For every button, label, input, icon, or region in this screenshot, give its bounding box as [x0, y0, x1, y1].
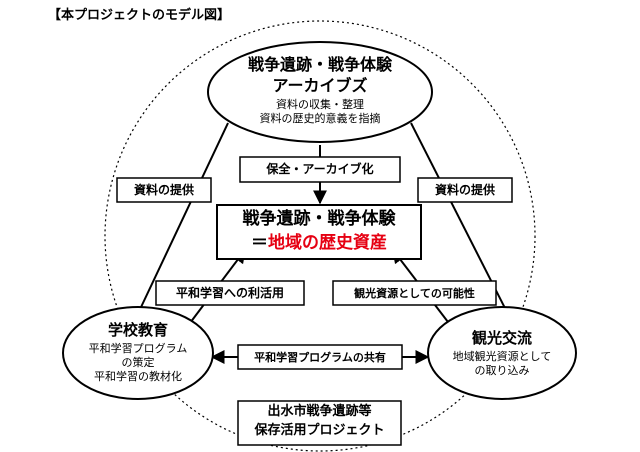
- top-node-line-1: 資料の収集・整理: [276, 98, 364, 111]
- left-node-ellipse: [62, 306, 214, 400]
- left-node-line-1: 平和学習プログラム: [88, 342, 188, 355]
- share-program-label: 平和学習プログラムの共有: [254, 351, 386, 364]
- peace-use-box: [155, 280, 305, 306]
- center-equals: ＝: [251, 233, 268, 253]
- left-node-heading: 学校教育: [107, 321, 168, 339]
- top-node-heading-2: アーカイブズ: [272, 76, 368, 95]
- preserve-label: 保全・アーカイブ化: [266, 162, 374, 176]
- center-box: [216, 204, 422, 260]
- bottom-project-line-1: 出水市戦争遺跡等: [267, 404, 372, 419]
- share-program-box: [237, 344, 403, 370]
- bottom-project-box: [237, 400, 402, 446]
- diagram-title: 【本プロジェクトのモデル図】: [48, 8, 231, 23]
- center-line-2: ＝地域の歴史資産: [217, 233, 421, 253]
- center-line-1: 戦争遺跡・戦争体験: [242, 209, 396, 229]
- bottom-project-line-2: 保存活用プロジェクト: [254, 423, 385, 438]
- top-node-heading-1: 戦争遺跡・戦争体験: [247, 55, 392, 74]
- center-highlight: 地域の歴史資産: [268, 233, 387, 253]
- tourism-potential-label: 観光資源としての可能性: [354, 287, 475, 300]
- right-node-line-1: 地域観光資源として: [452, 350, 552, 363]
- supply-left-label: 資料の提供: [133, 183, 194, 197]
- arrow-top-to-left: [133, 122, 229, 324]
- top-node-ellipse: [207, 41, 433, 143]
- peace-use-label: 平和学習への利活用: [175, 286, 284, 300]
- tourism-potential-box: [332, 280, 497, 306]
- supply-right-box: [417, 177, 513, 203]
- dotted-outer-circle: [104, 20, 536, 452]
- right-node-line-2: の取り込み: [474, 364, 530, 377]
- supply-left-box: [116, 177, 212, 203]
- left-node-line-2: の策定: [121, 356, 155, 369]
- preserve-box: [239, 156, 401, 183]
- left-node-line-3: 平和学習の教材化: [94, 370, 182, 383]
- supply-right-label: 資料の提供: [434, 183, 495, 197]
- top-node-line-2: 資料の歴史的意義を指摘: [259, 112, 381, 125]
- right-node-ellipse: [427, 306, 577, 400]
- right-node-heading: 観光交流: [471, 329, 532, 347]
